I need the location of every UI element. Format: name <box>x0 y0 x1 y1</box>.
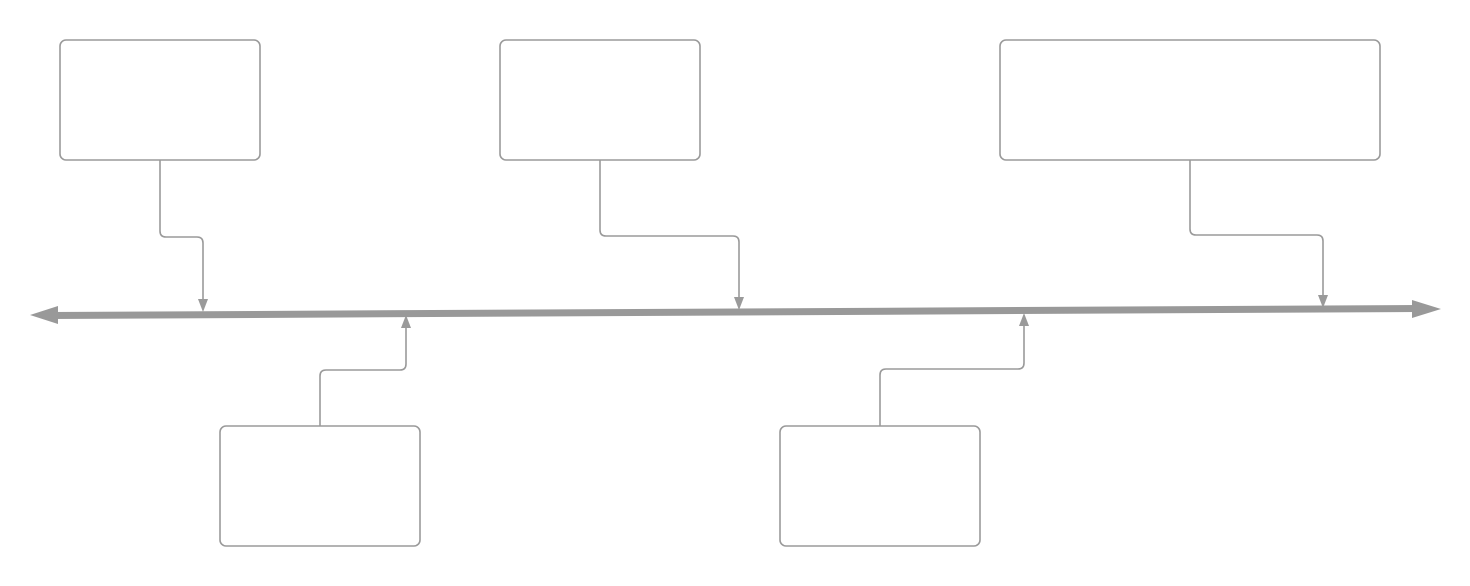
connector-top-3-arrow-icon <box>1318 295 1328 308</box>
connector-top-3 <box>1189 160 1328 308</box>
connector-bottom-1 <box>319 315 411 426</box>
event-box-top-1[interactable] <box>59 39 261 161</box>
axis-arrow-right-icon <box>1412 300 1441 318</box>
axis-line <box>50 305 1418 319</box>
connector-top-1-arrow-icon <box>198 299 208 312</box>
event-box-bottom-2[interactable] <box>779 425 981 547</box>
connector-bottom-1-arrow-icon <box>401 315 411 328</box>
connector-top-1 <box>159 160 208 312</box>
connector-top-2-arrow-icon <box>734 297 744 310</box>
connector-top-2 <box>599 160 744 310</box>
event-box-top-3[interactable] <box>999 39 1381 161</box>
event-box-bottom-1[interactable] <box>219 425 421 547</box>
connector-bottom-2 <box>879 313 1029 426</box>
axis-arrow-left-icon <box>30 306 58 324</box>
connector-bottom-2-arrow-icon <box>1019 313 1029 326</box>
timeline-axis <box>30 300 1441 324</box>
event-box-top-2[interactable] <box>499 39 701 161</box>
